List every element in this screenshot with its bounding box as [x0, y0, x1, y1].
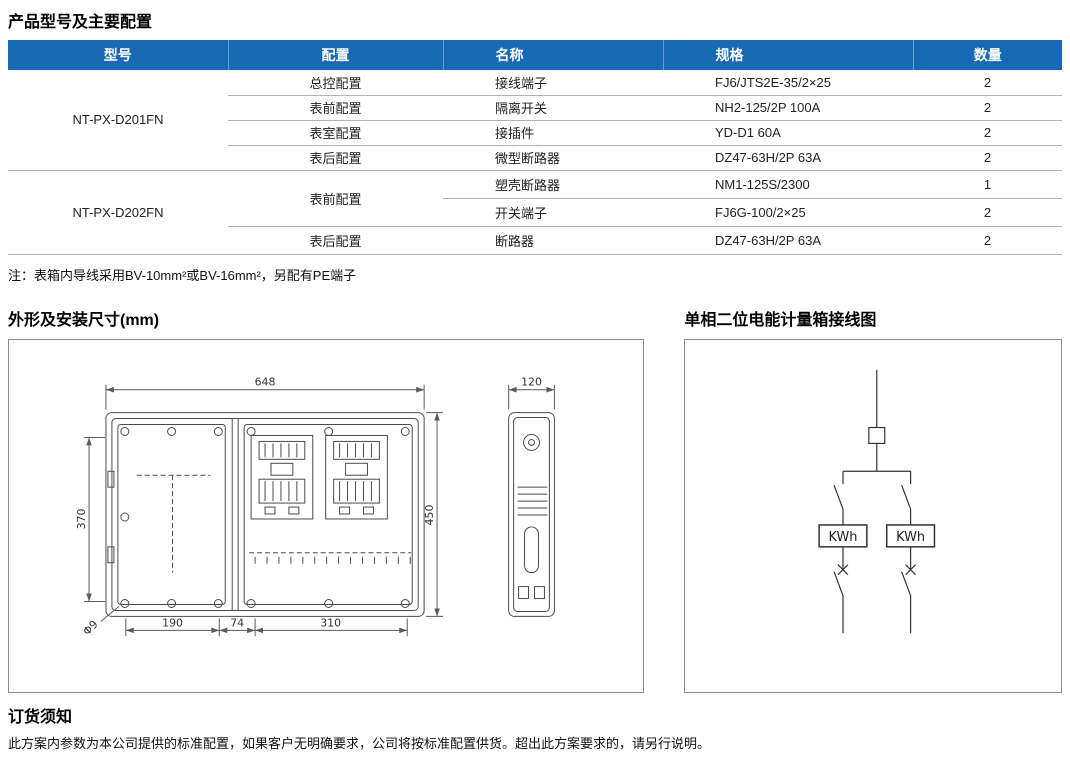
- spec-cell: NH2-125/2P 100A: [663, 95, 913, 121]
- column-header-spec: 规格: [662, 40, 913, 70]
- meter-window: [325, 434, 388, 519]
- ordering-text: 此方案内参数为本公司提供的标准配置，如果客户无明确要求，公司将按标准配置供货。超…: [8, 735, 711, 751]
- side-view: [508, 411, 555, 617]
- table-row: NT-PX-D202FN 表前配置 塑壳断路器 NM1-125S/2300 1: [8, 170, 1062, 255]
- dimension-hole: Φ9: [80, 605, 120, 637]
- outline-drawing: 648 120 450: [75, 375, 555, 637]
- dimensions-drawing-box: 648 120 450: [8, 338, 645, 693]
- config-cell: 表前配置: [228, 170, 443, 227]
- name-cell: 隔离开关: [443, 95, 663, 121]
- table-row: 表后配置 断路器 DZ47-63H/2P 63A 2: [8, 226, 1062, 255]
- wiring-note: 注：表箱内导线采用BV-10mm²或BV-16mm²，另配有PE端子: [8, 267, 357, 283]
- model-cell: NT-PX-D202FN: [8, 170, 228, 255]
- model-cell: NT-PX-D201FN: [8, 70, 228, 171]
- dimension-label: 310: [320, 616, 341, 629]
- column-header-qty: 数量: [912, 40, 1062, 70]
- spec-cell: DZ47-63H/2P 63A: [663, 226, 913, 255]
- qty-cell: 2: [913, 198, 1062, 227]
- meter-label: KWh: [896, 529, 925, 544]
- spec-cell: FJ6G-100/2×25: [663, 198, 913, 227]
- front-view: [105, 411, 425, 617]
- config-cell: 表室配置: [228, 120, 443, 146]
- column-header-config: 配置: [227, 40, 443, 70]
- config-cell: 表前配置: [228, 95, 443, 121]
- config-cell: 表后配置: [228, 145, 443, 171]
- spec-cell: YD-D1 60A: [663, 120, 913, 146]
- qty-cell: 2: [913, 226, 1062, 255]
- dimension-depth: 120: [508, 375, 555, 410]
- table-row: 表后配置 微型断路器 DZ47-63H/2P 63A 2: [8, 145, 1062, 171]
- table-row: 表室配置 接插件 YD-D1 60A 2: [8, 120, 1062, 146]
- name-cell: 塑壳断路器: [443, 170, 663, 199]
- dimension-width: 648: [105, 375, 425, 410]
- dimensions-section-title: 外形及安装尺寸(mm): [8, 311, 160, 329]
- name-cell: 接线端子: [443, 70, 663, 96]
- table-row: 开关端子 FJ6G-100/2×25 2: [8, 198, 1062, 227]
- dimension-bottom-chain: 190 74 310: [125, 616, 408, 636]
- spec-cell: NM1-125S/2300: [663, 170, 913, 199]
- dimension-label: Φ9: [80, 617, 100, 637]
- config-cell: 表后配置: [228, 226, 443, 255]
- wiring-section-title: 单相二位电能计量箱接线图: [684, 311, 877, 329]
- spec-cell: FJ6/JTS2E-35/2×25: [663, 70, 913, 96]
- lower-panels: 外形及安装尺寸(mm): [8, 306, 1062, 693]
- qty-cell: 2: [913, 95, 1062, 121]
- column-header-model: 型号: [8, 40, 228, 70]
- name-cell: 开关端子: [443, 198, 663, 227]
- name-cell: 断路器: [443, 226, 663, 255]
- branch-circuit: KWh: [818, 470, 868, 633]
- dimensions-panel: 外形及安装尺寸(mm): [8, 306, 645, 693]
- dimension-label: 450: [423, 504, 436, 525]
- table-row: 表前配置 隔离开关 NH2-125/2P 100A 2: [8, 95, 1062, 121]
- branch-circuit: KWh: [886, 470, 936, 633]
- dimension-inner-height: 370: [75, 436, 105, 602]
- dimension-label: 190: [162, 616, 183, 629]
- dimension-label: 120: [521, 375, 542, 388]
- table-row: NT-PX-D201FN 总控配置 接线端子 FJ6/JTS2E-35/2×25…: [8, 70, 1062, 171]
- meter-label: KWh: [829, 529, 858, 544]
- table-header-row: 型号 配置 名称 规格 数量: [8, 40, 1062, 70]
- ordering-title: 订货须知: [8, 708, 73, 726]
- incoming-line: [843, 369, 911, 472]
- wiring-diagram: KWh KWh: [818, 369, 936, 633]
- spec-table: 型号 配置 名称 规格 数量 NT-PX-D201FN 总控配置 接线端子 FJ…: [8, 40, 1062, 255]
- qty-cell: 2: [913, 70, 1062, 96]
- name-cell: 微型断路器: [443, 145, 663, 171]
- dimension-label: 74: [230, 616, 244, 629]
- dimension-label: 370: [75, 508, 88, 529]
- config-cell: 总控配置: [228, 70, 443, 96]
- meter-window: [250, 434, 314, 519]
- column-header-name: 名称: [442, 40, 663, 70]
- dimension-label: 648: [255, 375, 276, 388]
- qty-cell: 1: [913, 170, 1062, 199]
- spec-cell: DZ47-63H/2P 63A: [663, 145, 913, 171]
- qty-cell: 2: [913, 120, 1062, 146]
- name-cell: 接插件: [443, 120, 663, 146]
- wiring-diagram-box: KWh KWh: [684, 338, 1062, 693]
- wiring-panel: 单相二位电能计量箱接线图 KWh: [684, 306, 1062, 693]
- qty-cell: 2: [913, 145, 1062, 171]
- page-title: 产品型号及主要配置: [8, 14, 153, 31]
- dimension-height: 450: [423, 411, 444, 617]
